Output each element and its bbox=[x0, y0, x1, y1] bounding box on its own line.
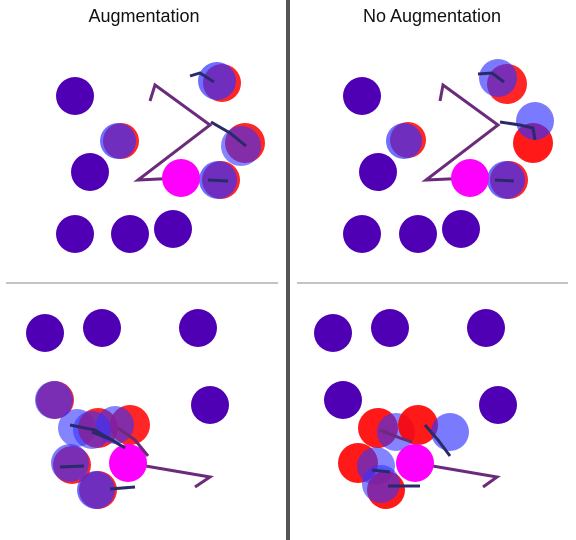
panel-bottom-right bbox=[314, 309, 517, 509]
ball bbox=[83, 309, 121, 347]
ball bbox=[71, 153, 109, 191]
ball-prediction bbox=[221, 126, 261, 166]
path-line bbox=[414, 461, 501, 489]
ball-prediction bbox=[100, 123, 136, 159]
ball bbox=[343, 77, 381, 115]
ball bbox=[479, 386, 517, 424]
trajectory bbox=[91, 430, 126, 450]
ball bbox=[56, 77, 94, 115]
ball-prediction bbox=[386, 123, 422, 159]
ball bbox=[179, 309, 217, 347]
agent-ball bbox=[451, 159, 489, 197]
ball bbox=[359, 153, 397, 191]
ball bbox=[467, 309, 505, 347]
ball bbox=[399, 215, 437, 253]
ball-prediction bbox=[198, 62, 236, 100]
path-line bbox=[133, 82, 213, 182]
ball-prediction bbox=[96, 406, 134, 444]
agent-ball bbox=[162, 159, 200, 197]
trajectory bbox=[189, 71, 215, 84]
trajectory bbox=[207, 178, 229, 183]
ball bbox=[111, 215, 149, 253]
path-line bbox=[127, 461, 214, 489]
ball bbox=[324, 381, 362, 419]
ball bbox=[343, 215, 381, 253]
ball-prediction bbox=[35, 381, 73, 419]
path-line bbox=[421, 82, 501, 182]
title-augmentation: Augmentation bbox=[88, 6, 200, 26]
ball-prediction bbox=[431, 413, 469, 451]
agent-ball bbox=[396, 444, 434, 482]
ball bbox=[56, 215, 94, 253]
ball bbox=[26, 314, 64, 352]
panel-top-right bbox=[343, 59, 554, 253]
agent-ball bbox=[109, 444, 147, 482]
trajectory bbox=[210, 120, 247, 148]
trajectory bbox=[109, 485, 136, 491]
title-no-augmentation: No Augmentation bbox=[362, 6, 502, 26]
trajectory bbox=[117, 426, 150, 457]
trajectory bbox=[59, 464, 85, 469]
trajectory bbox=[379, 428, 413, 444]
ball-prediction bbox=[516, 102, 554, 140]
trajectory bbox=[494, 178, 515, 183]
trajectory bbox=[371, 468, 391, 474]
ball bbox=[314, 314, 352, 352]
ball bbox=[442, 210, 480, 248]
trajectory bbox=[477, 71, 505, 84]
ball bbox=[371, 309, 409, 347]
ball-prediction bbox=[77, 471, 115, 509]
ball-prediction bbox=[51, 444, 89, 482]
trajectory bbox=[423, 424, 452, 457]
ball-prediction bbox=[362, 465, 400, 503]
panel-bottom-left bbox=[26, 309, 229, 509]
trajectory bbox=[499, 120, 537, 141]
panel-top-left bbox=[56, 62, 265, 253]
ball-ground-truth bbox=[398, 405, 438, 445]
ball bbox=[154, 210, 192, 248]
ball bbox=[191, 386, 229, 424]
